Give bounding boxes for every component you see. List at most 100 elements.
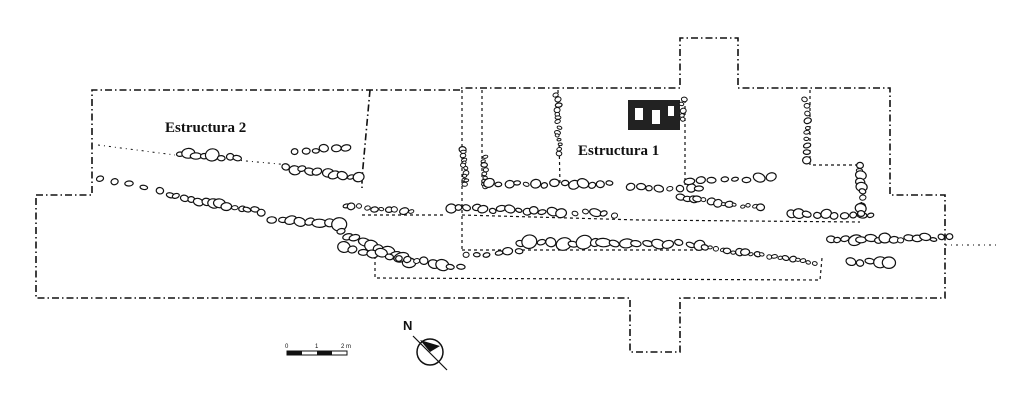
- stone: [494, 250, 504, 256]
- stone: [483, 177, 495, 188]
- stone: [801, 96, 808, 103]
- stone: [521, 234, 538, 250]
- stone: [555, 208, 568, 219]
- stone: [666, 185, 674, 192]
- stone: [605, 180, 614, 186]
- stone: [384, 253, 394, 261]
- stone: [419, 256, 429, 266]
- stone: [171, 192, 180, 199]
- stone: [477, 204, 489, 214]
- stone: [515, 207, 523, 213]
- stone: [695, 176, 706, 185]
- stone: [370, 206, 379, 213]
- stone: [770, 254, 778, 259]
- stone: [481, 171, 488, 177]
- stone: [707, 245, 713, 250]
- stone: [256, 208, 266, 217]
- scale-tick-1: 1: [315, 344, 319, 350]
- south-trench: [374, 250, 823, 281]
- stone: [560, 179, 570, 187]
- stone: [139, 184, 149, 191]
- stone: [856, 161, 864, 170]
- stone: [155, 186, 165, 195]
- stone: [555, 150, 563, 157]
- stone: [713, 198, 723, 208]
- stone: [679, 107, 687, 114]
- stone: [537, 209, 547, 216]
- stone: [528, 205, 539, 215]
- stone: [462, 251, 470, 258]
- stone: [318, 143, 329, 153]
- stone: [482, 167, 489, 173]
- structure-2-alignment: [97, 144, 291, 166]
- stone: [849, 211, 858, 219]
- stone: [802, 156, 812, 165]
- scale-bar: 0 1 2 m: [285, 344, 351, 356]
- stone: [840, 235, 850, 243]
- stone: [679, 116, 686, 122]
- stone: [549, 178, 560, 188]
- stone: [463, 165, 469, 171]
- stone: [813, 211, 822, 220]
- stone: [795, 257, 801, 262]
- stone: [730, 250, 736, 255]
- north-arrow-head-icon: [420, 340, 440, 352]
- stone: [540, 182, 549, 189]
- stone: [346, 202, 356, 211]
- stone: [755, 203, 766, 212]
- north-arrow: N: [403, 318, 448, 371]
- stone: [587, 181, 597, 189]
- stone: [599, 210, 608, 217]
- stone: [740, 204, 746, 209]
- stone: [554, 133, 560, 138]
- stone: [530, 178, 542, 189]
- stone: [482, 154, 489, 159]
- stone: [364, 205, 371, 211]
- stone: [390, 206, 398, 213]
- stone: [693, 185, 704, 192]
- structure-1-label: Estructura 1: [578, 143, 659, 159]
- stone: [712, 245, 719, 252]
- stone: [336, 227, 346, 235]
- stone: [661, 239, 675, 249]
- stone: [301, 147, 311, 155]
- stone: [945, 233, 954, 241]
- stone: [347, 245, 358, 254]
- stone: [706, 176, 717, 184]
- stone: [514, 248, 524, 255]
- stone: [781, 254, 790, 262]
- north-compass-line: [412, 335, 448, 371]
- stone: [556, 125, 563, 130]
- stone: [845, 257, 857, 267]
- stone: [674, 238, 684, 246]
- stone: [630, 239, 642, 248]
- stone: [803, 129, 811, 135]
- stone: [352, 171, 365, 183]
- stone: [937, 233, 946, 241]
- stone: [802, 142, 812, 149]
- stone: [311, 148, 320, 154]
- stone: [833, 236, 842, 244]
- structure-2-wall: [361, 89, 371, 188]
- stone: [331, 144, 342, 153]
- stone: [522, 181, 530, 187]
- stone: [488, 207, 497, 215]
- stone: [731, 176, 739, 182]
- stone: [348, 233, 361, 242]
- stone: [480, 161, 488, 168]
- stone: [297, 165, 307, 172]
- stone: [929, 237, 938, 242]
- stone: [881, 256, 897, 270]
- stone: [463, 178, 470, 183]
- stone: [897, 237, 905, 244]
- stone: [803, 117, 812, 125]
- stone: [554, 119, 561, 124]
- stone: [720, 176, 730, 183]
- stone: [855, 259, 865, 267]
- stone: [232, 154, 243, 162]
- stone: [859, 194, 867, 201]
- stone: [482, 252, 491, 258]
- scale-tick-2: 2 m: [341, 344, 351, 350]
- stone: [266, 216, 277, 224]
